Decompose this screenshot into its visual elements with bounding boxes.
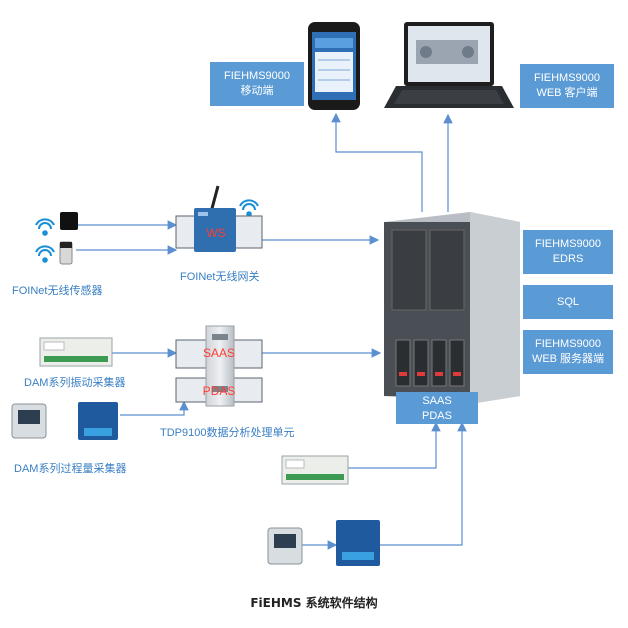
process-collector-bottom-icon [267,520,380,566]
sql-box: SQL [523,285,613,319]
web-client-box: FIEHMS9000 WEB 客户端 [520,64,614,108]
foinet-gateway-caption: FOINet无线网关 [180,271,260,283]
server-pdas: PDAS [422,410,452,422]
edrs-box: FIEHMS9000 EDRS [523,230,613,274]
diagram-title: FiEHMS 系统软件结构 [250,596,378,610]
dam-process-collector-icon [11,402,118,440]
web-server-line2: WEB 服务器端 [531,353,605,365]
laptop-icon [384,22,514,108]
tdp-pdas-label: PDAS [202,384,236,398]
wireless-sensor-icon [59,212,78,265]
tdp-saas-label: SAAS [202,346,235,360]
mobile-client-box: FIEHMS9000 移动端 [210,62,304,106]
web-client-line1: FIEHMS9000 [533,72,601,84]
edrs-line2: EDRS [552,253,584,265]
server-saas: SAAS [422,395,452,407]
sql-label: SQL [556,295,579,308]
server-icon [384,212,520,424]
dam-collector-bottom-icon [281,455,349,485]
mobile-box-line1: FIEHMS9000 [223,70,291,82]
tdp9100-caption: TDP9100数据分析处理单元 [160,427,295,439]
dam-process-caption: DAM系列过程量采集器 [14,463,127,475]
web-client-line2: WEB 客户端 [536,87,598,99]
dam-vibration-caption: DAM系列振动采集器 [24,377,126,389]
wifi-icon [35,199,259,263]
connector-lines [76,112,467,550]
wireless-gateway-icon [175,185,263,252]
edrs-line1: FIEHMS9000 [534,238,602,250]
mobile-box-line2: 移动端 [240,85,274,97]
dam-vibration-collector-icon [39,337,113,367]
web-server-box: FIEHMS9000 WEB 服务器端 [523,330,613,374]
server-saas-pdas-label: SAAS PDAS [396,394,478,424]
web-server-line1: FIEHMS9000 [534,338,602,350]
tdp9100-unit-icon [175,325,263,407]
smartphone-icon [308,22,360,110]
gateway-ws-label: WS [206,226,226,240]
foinet-sensor-caption: FOINet无线传感器 [12,285,103,297]
